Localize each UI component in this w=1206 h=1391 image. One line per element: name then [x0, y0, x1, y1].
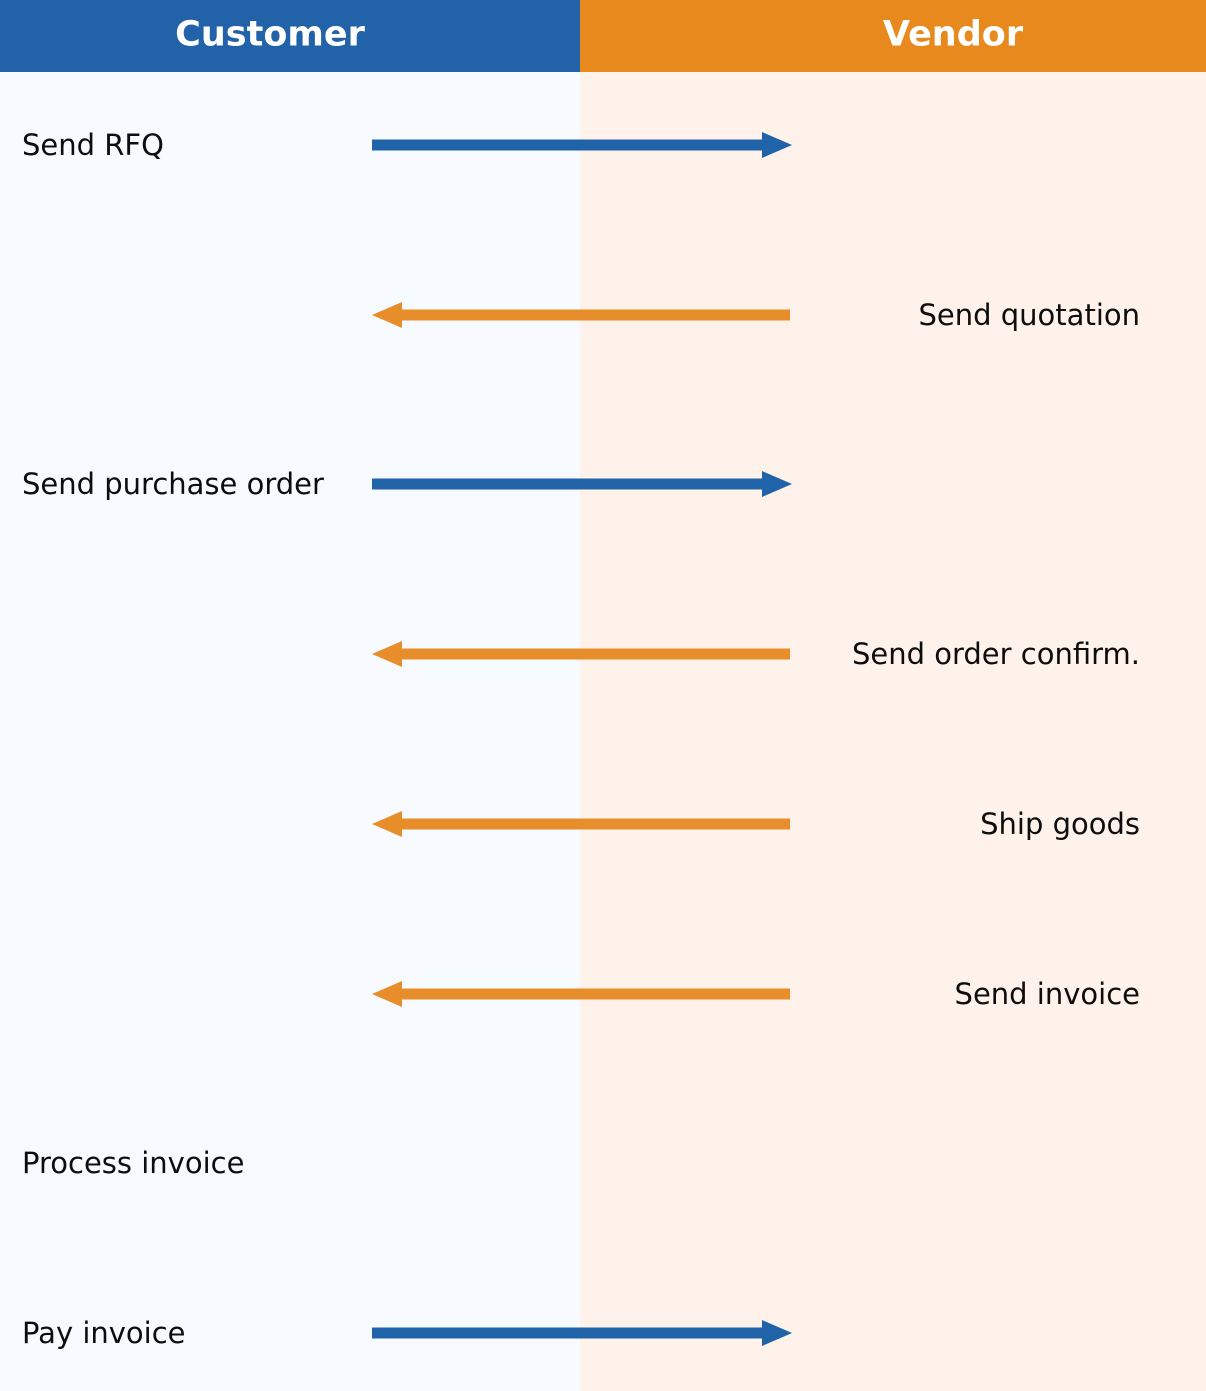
row-label: Send invoice — [954, 977, 1140, 1011]
arrow-line — [396, 648, 790, 660]
arrow-line — [372, 139, 768, 151]
arrow-left-vendor-to-customer — [372, 980, 792, 1008]
arrow-head-icon — [762, 1320, 792, 1346]
row-label: Send purchase order — [22, 467, 324, 501]
arrow-head-icon — [372, 811, 402, 837]
arrow-right-customer-to-vendor — [372, 1319, 792, 1347]
arrow-line — [372, 1327, 768, 1339]
row-label: Send quotation — [918, 298, 1140, 332]
row-label: Ship goods — [980, 807, 1140, 841]
arrow-head-icon — [762, 471, 792, 497]
row-label: Process invoice — [22, 1146, 245, 1180]
row-label: Send RFQ — [22, 128, 164, 162]
vendor-lane-background — [580, 0, 1206, 1391]
arrow-left-vendor-to-customer — [372, 810, 792, 838]
arrow-right-customer-to-vendor — [372, 470, 792, 498]
arrow-left-vendor-to-customer — [372, 640, 792, 668]
arrow-line — [396, 988, 790, 1000]
vendor-header-label: Vendor — [882, 14, 1024, 55]
customer-header-label: Customer — [175, 14, 365, 55]
arrow-line — [396, 818, 790, 830]
arrow-head-icon — [372, 641, 402, 667]
arrow-line — [396, 309, 790, 321]
row-label: Pay invoice — [22, 1316, 186, 1350]
arrow-head-icon — [372, 981, 402, 1007]
arrow-head-icon — [762, 132, 792, 158]
arrow-line — [372, 478, 768, 490]
customer-lane-background — [0, 0, 580, 1391]
arrow-right-customer-to-vendor — [372, 131, 792, 159]
row-label: Send order confirm. — [851, 637, 1140, 671]
vendor-header: Vendor — [580, 0, 1206, 72]
arrow-head-icon — [372, 302, 402, 328]
customer-header: Customer — [0, 0, 580, 72]
arrow-left-vendor-to-customer — [372, 301, 792, 329]
